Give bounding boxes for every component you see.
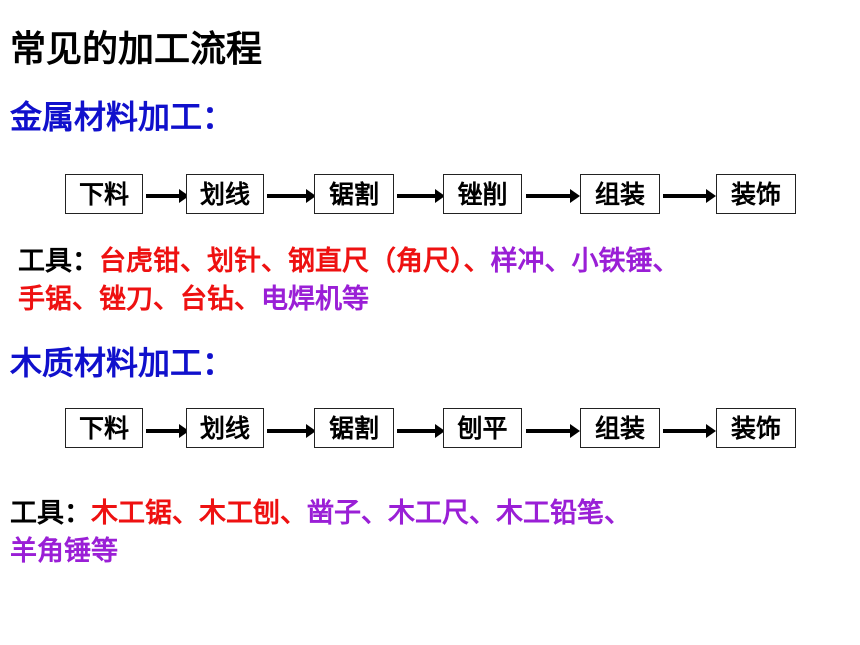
metal-step-3: 锯割 — [314, 174, 394, 214]
wood-heading: 木质材料加工： — [10, 344, 235, 382]
arrow-icon — [663, 189, 716, 203]
metal-tools-red: 台虎钳、划针、钢直尺（角尺）、 — [99, 246, 491, 277]
arrow-icon — [267, 424, 316, 438]
wood-tools-red: 木工锯、木工刨、 — [91, 498, 307, 529]
metal-tools-purple-2: 电焊机等 — [261, 284, 369, 315]
wood-step-1: 下料 — [65, 408, 143, 448]
wood-step-6: 装饰 — [716, 408, 796, 448]
arrow-icon — [146, 424, 189, 438]
tools-label: 工具： — [10, 498, 91, 529]
arrow-icon — [397, 424, 445, 438]
wood-tools-line-1: 工具：木工锯、木工刨、凿子、木工尺、木工铅笔、 — [10, 495, 631, 533]
metal-step-6: 装饰 — [716, 174, 796, 214]
wood-tools-purple-2: 羊角锤等 — [10, 536, 118, 567]
page-title: 常见的加工流程 — [10, 29, 263, 70]
metal-tools-line-1: 工具：台虎钳、划针、钢直尺（角尺）、样冲、小铁锤、 — [18, 243, 680, 281]
metal-step-1: 下料 — [65, 174, 143, 214]
metal-tools-line-2: 手锯、锉刀、台钻、电焊机等 — [18, 281, 369, 319]
metal-step-5: 组装 — [580, 174, 660, 214]
arrow-icon — [526, 189, 580, 203]
tools-label: 工具： — [18, 246, 99, 277]
wood-step-5: 组装 — [580, 408, 660, 448]
wood-tools-line-2: 羊角锤等 — [10, 533, 118, 571]
wood-step-4: 刨平 — [443, 408, 522, 448]
wood-tools-purple: 凿子、木工尺、木工铅笔、 — [307, 498, 631, 529]
metal-tools-red-2: 手锯、锉刀、台钻、 — [18, 284, 261, 315]
metal-tools-purple: 样冲、小铁锤、 — [490, 246, 680, 277]
wood-step-2: 划线 — [186, 408, 264, 448]
metal-step-4: 锉削 — [443, 174, 522, 214]
arrow-icon — [526, 424, 580, 438]
arrow-icon — [267, 189, 316, 203]
arrow-icon — [663, 424, 716, 438]
arrow-icon — [397, 189, 445, 203]
metal-step-2: 划线 — [186, 174, 264, 214]
arrow-icon — [146, 189, 189, 203]
metal-heading: 金属材料加工： — [10, 98, 235, 136]
wood-step-3: 锯割 — [314, 408, 394, 448]
